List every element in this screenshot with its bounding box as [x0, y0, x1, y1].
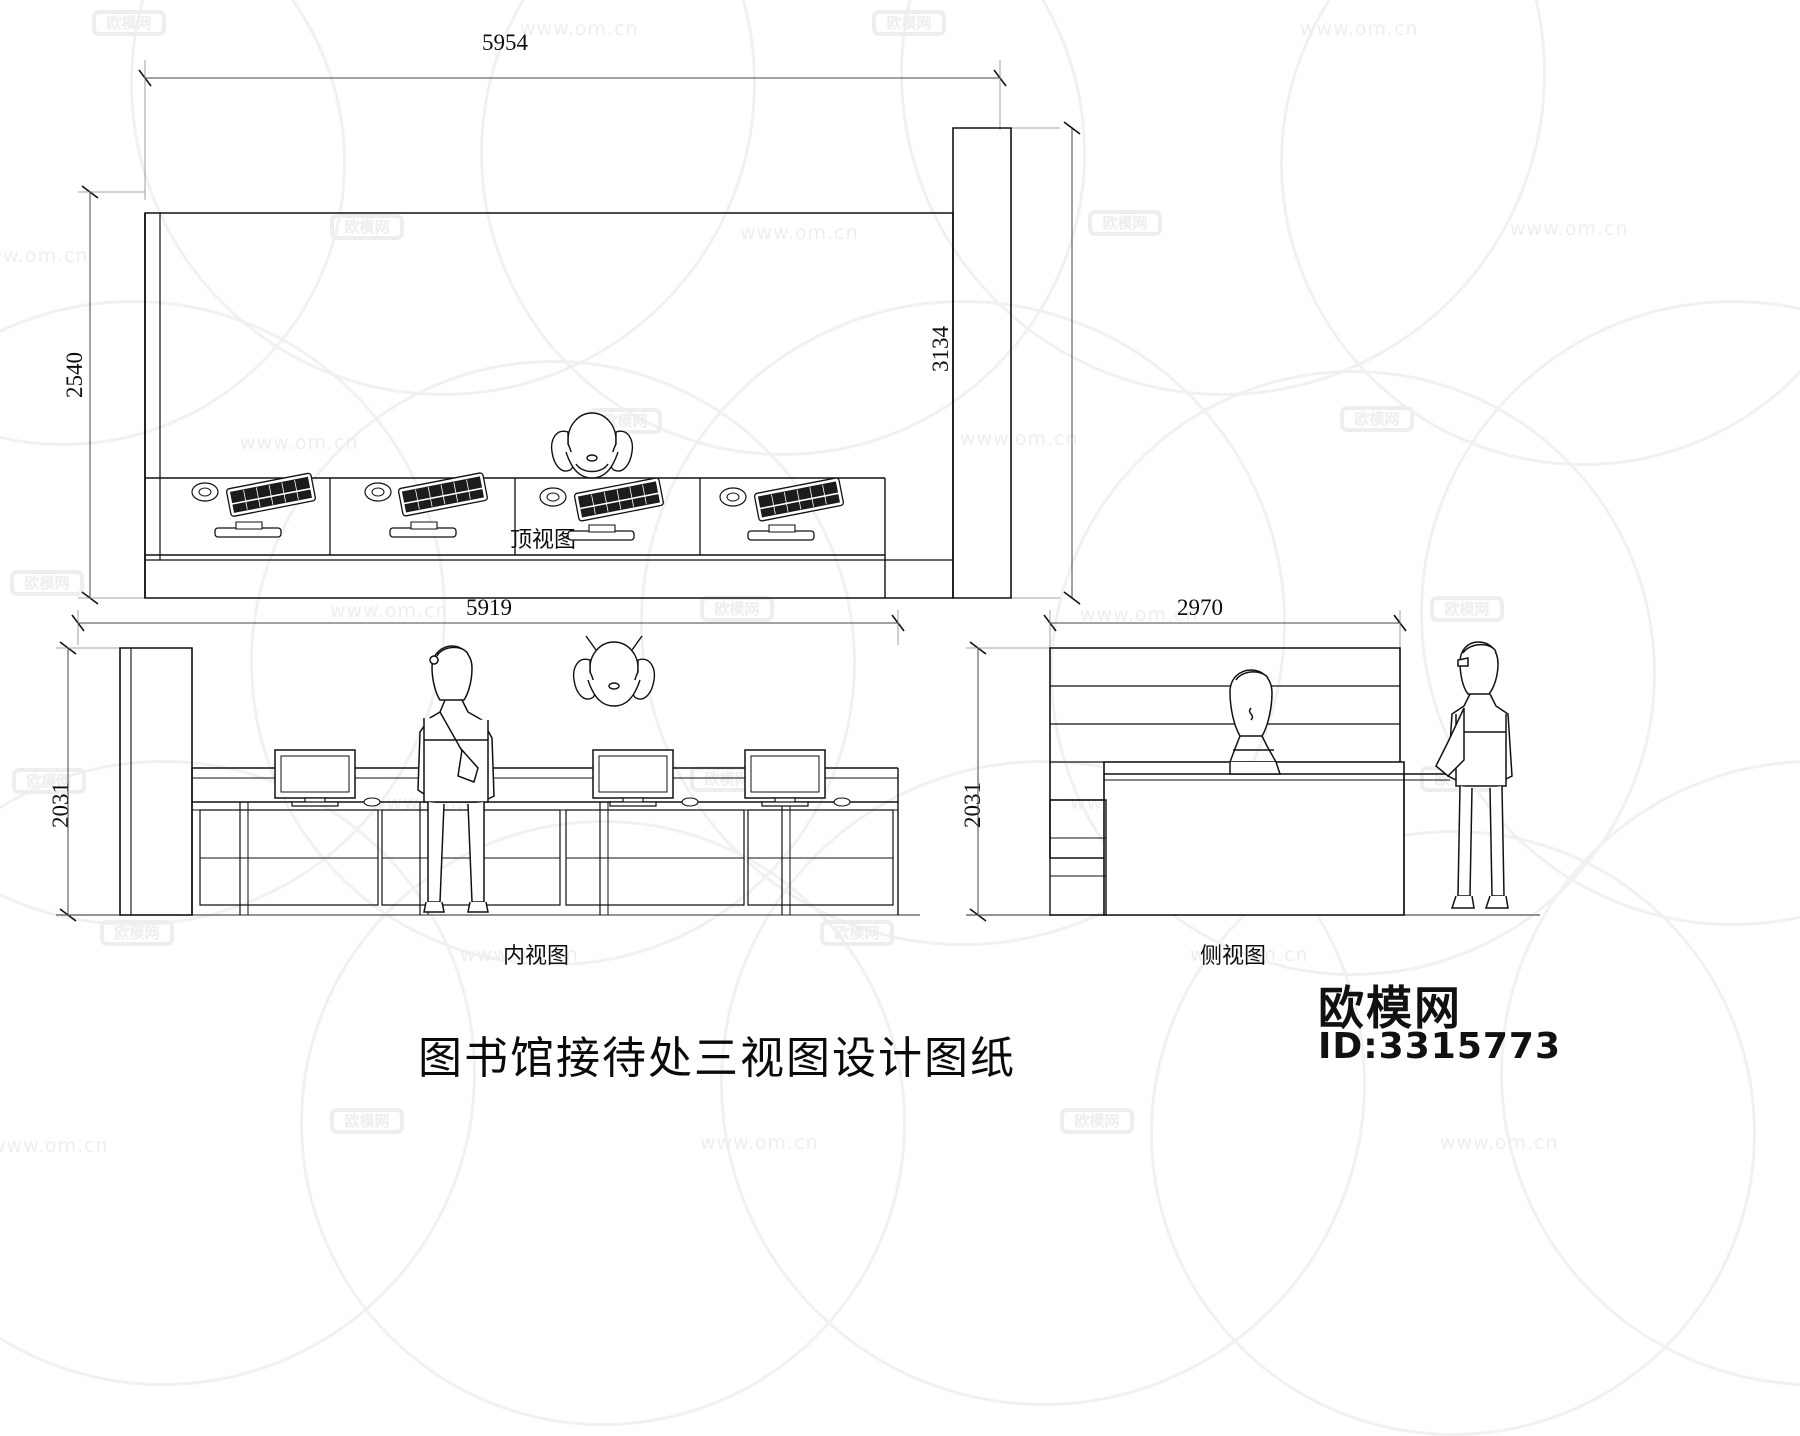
- watermark-logo-text: 欧模网: [1354, 409, 1400, 428]
- watermark-logo: 欧模网: [1340, 406, 1414, 432]
- side-view-counter-block: [1104, 762, 1404, 915]
- view-label-top: 顶视图: [510, 527, 577, 552]
- watermark-logo-text: 欧模网: [1074, 1111, 1120, 1130]
- watermark-logo: 欧模网: [1060, 1108, 1134, 1134]
- dimension-text-front-width: 5919: [466, 595, 512, 620]
- top-view-workstation-3: [540, 477, 664, 540]
- watermark-url: www.om.cn: [1510, 218, 1629, 240]
- watermark-url: www.om.cn: [0, 1135, 109, 1157]
- watermark-logo: 欧模网: [330, 1108, 404, 1134]
- front-view-person-figure: [418, 646, 494, 912]
- watermark-logo-text: 欧模网: [1102, 213, 1148, 232]
- dimension-text-top-width: 5954: [482, 30, 528, 55]
- side-view-seated-person-figure: [1230, 670, 1280, 774]
- watermark-url: www.om.cn: [1440, 1132, 1559, 1154]
- watermark-url: www.om.cn: [1300, 18, 1419, 40]
- side-view-standing-person-figure: [1436, 642, 1512, 908]
- top-view-workstation-4: [720, 477, 844, 540]
- view-label-side: 侧视图: [1200, 943, 1267, 968]
- top-view-person-figure: [552, 413, 633, 478]
- top-view-room-outline: [145, 213, 953, 598]
- watermark-arc: [1280, 0, 1800, 466]
- top-view-workstation-2: [365, 472, 488, 537]
- front-view-monitor-2: [593, 750, 698, 806]
- top-view-drawing: [0, 0, 1100, 640]
- drawing-title: 图书馆接待处三视图设计图纸: [418, 1034, 1016, 1083]
- watermark-logo-text: 欧模网: [344, 1111, 390, 1130]
- watermark-url: www.om.cn: [700, 1132, 819, 1154]
- side-view-drawing: [940, 590, 1560, 990]
- brand-logo-text: 欧模网: [1318, 981, 1462, 1035]
- top-view-wall-column: [953, 128, 1011, 598]
- drawing-id: ID:3315773: [1318, 1026, 1562, 1067]
- top-view-workstation-1: [192, 473, 316, 537]
- dimension-text-side-width: 2970: [1177, 595, 1223, 620]
- top-view-person-figure-front: [574, 636, 655, 706]
- front-view-drawing: [0, 590, 1000, 990]
